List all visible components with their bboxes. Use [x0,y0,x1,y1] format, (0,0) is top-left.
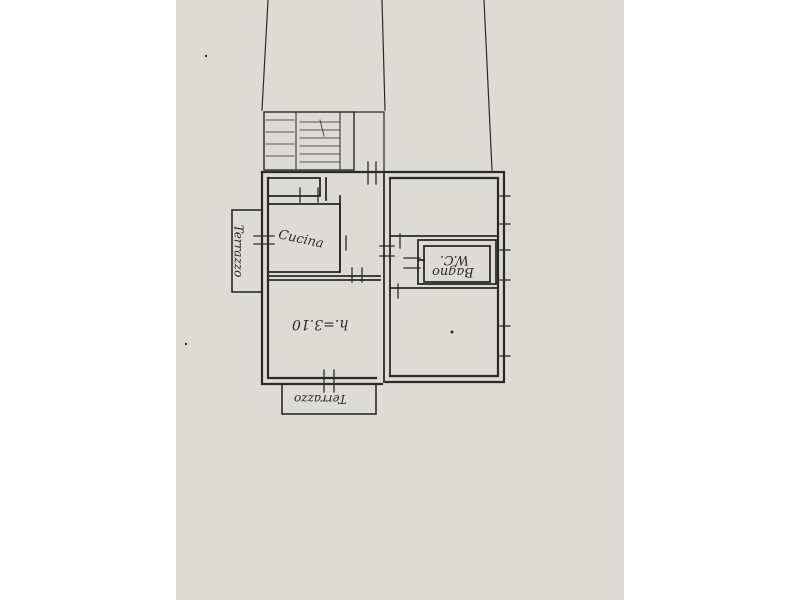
shaft-line [261,0,269,111]
balcony-label-bottom: Terrazzo [294,392,347,406]
room-label-living-height: h.=3.10 [292,316,349,332]
shaft-line [381,0,386,111]
balcony-left [231,209,263,293]
door-marks [253,161,511,393]
paper-sheet [176,0,624,600]
staircase [263,111,385,173]
interior-walls [267,171,499,383]
balcony-bottom [281,383,377,415]
shaft-line [483,0,493,171]
room-label-bath: Bagno [432,264,474,279]
balcony-label-left: Terrazzo [231,224,246,278]
plan-dot [184,342,188,346]
plan-dot [450,330,454,334]
plan-dot [204,54,208,58]
